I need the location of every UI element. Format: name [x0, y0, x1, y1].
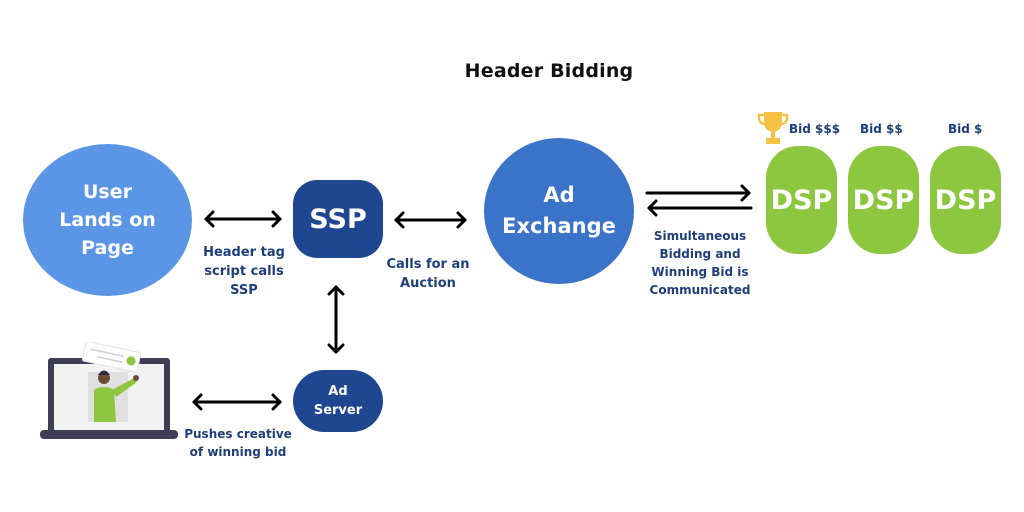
calls-auction-label: Calls for an Auction — [378, 255, 478, 293]
arrow-user-ssp — [204, 210, 282, 228]
dsp-node-label: DSP — [934, 184, 997, 216]
laptop-illustration — [40, 342, 178, 439]
ad-server-node: Ad Server — [293, 370, 383, 432]
pushes-line2: of winning bid — [189, 445, 287, 459]
header-tag-label: Header tag script calls SSP — [196, 243, 292, 300]
pushes-line1: Pushes creative — [184, 427, 292, 441]
dsp-node-label: DSP — [770, 184, 833, 216]
dsp-node-2: DSP — [848, 146, 919, 254]
pushes-creative-label: Pushes creative of winning bid — [180, 425, 296, 461]
bid-label-3: Bid $ — [948, 122, 983, 136]
user-node-line3: Page — [81, 237, 134, 259]
user-node-line1: User — [83, 181, 132, 203]
arrow-dsp-to-adexchange — [647, 199, 753, 217]
diagram-title: Header Bidding — [464, 60, 634, 82]
calls-auction-line2: Auction — [400, 276, 456, 291]
simultaneous-line2: Bidding and — [659, 247, 741, 261]
dsp-node-3: DSP — [930, 146, 1001, 254]
user-lands-on-page-node: User Lands on Page — [23, 144, 192, 296]
user-node-line2: Lands on — [59, 209, 156, 231]
ssp-node: SSP — [293, 180, 383, 258]
simultaneous-bidding-label: Simultaneous Bidding and Winning Bid is … — [640, 227, 760, 299]
arrow-ssp-adexchange — [394, 211, 467, 229]
ad-server-line1: Ad — [328, 384, 348, 399]
dsp-node-label: DSP — [852, 184, 915, 216]
ad-exchange-node: Ad Exchange — [484, 138, 634, 284]
header-tag-line1: Header tag — [203, 245, 285, 260]
header-tag-line3: SSP — [230, 283, 258, 298]
arrow-ssp-adserver — [327, 285, 345, 354]
arrow-laptop-adserver — [192, 393, 282, 411]
arrow-adexchange-to-dsp — [645, 184, 751, 202]
calls-auction-line1: Calls for an — [386, 257, 470, 272]
ad-exchange-line2: Exchange — [502, 214, 616, 238]
header-tag-line2: script calls — [204, 264, 284, 279]
simultaneous-line4: Communicated — [649, 283, 751, 297]
trophy-icon — [757, 112, 789, 144]
ad-server-line2: Server — [313, 403, 363, 418]
bid-label-1: Bid $$$ — [789, 122, 841, 136]
simultaneous-line3: Winning Bid is — [651, 265, 749, 279]
bid-label-2: Bid $$ — [860, 122, 903, 136]
ad-exchange-line1: Ad — [543, 183, 575, 207]
ssp-node-label: SSP — [309, 203, 367, 235]
dsp-node-1: DSP — [766, 146, 837, 254]
simultaneous-line1: Simultaneous — [653, 229, 747, 243]
